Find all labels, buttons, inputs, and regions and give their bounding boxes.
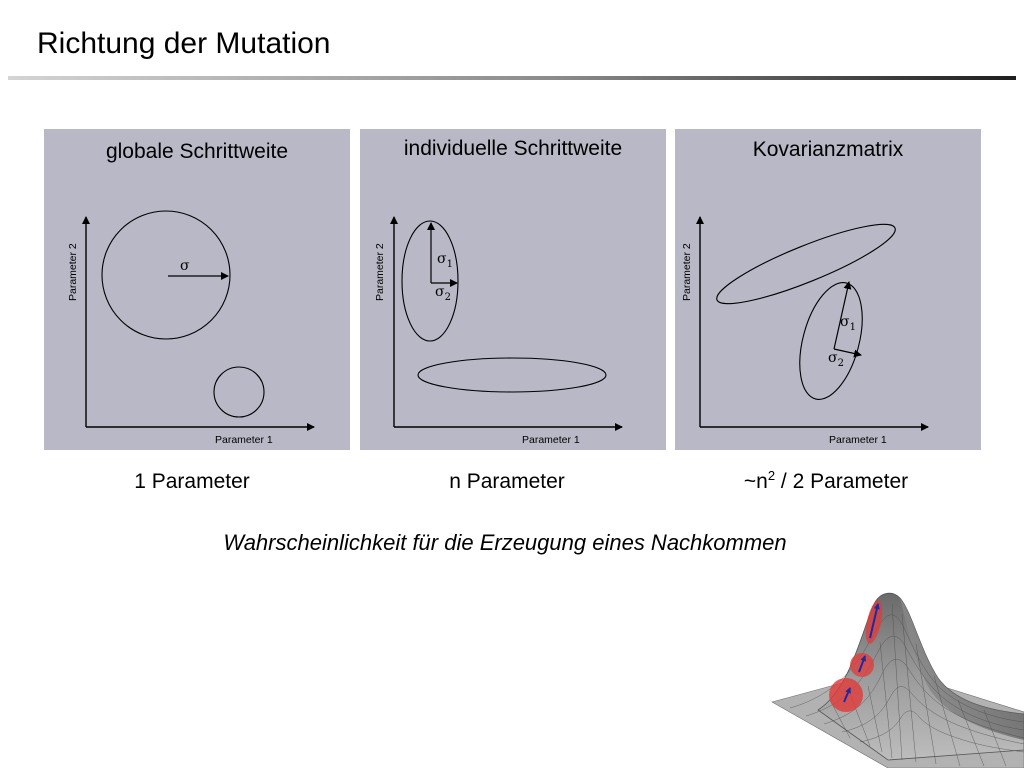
arrow-peak <box>869 603 880 639</box>
individual-step-diagram: Parameter 1 Parameter 2 σ1 σ2 <box>374 216 623 446</box>
sigma-1-label: σ1 <box>437 251 453 270</box>
caption-individual: n Parameter <box>449 470 565 493</box>
caption-prefix: ~n <box>743 470 768 493</box>
tilted-ellipse-tall <box>799 282 863 400</box>
surface-side <box>900 598 1024 740</box>
large-circle <box>101 210 231 340</box>
slide-title: Richtung der Mutation <box>37 27 331 60</box>
panel-covariance: Kovarianzmatrix Parameter 1 Parameter 2 … <box>675 129 981 450</box>
panel-heading: globale Schrittweite <box>105 140 289 163</box>
y-axis-label: Parameter 2 <box>374 243 386 301</box>
caption-global: 1 Parameter <box>134 470 250 493</box>
y-axis-label: Parameter 2 <box>681 243 693 301</box>
x-axis-label: Parameter 1 <box>522 434 580 446</box>
panel-heading: individuelle Schrittweite <box>403 137 623 160</box>
title-rule <box>8 76 1016 80</box>
horizontal-ellipse <box>417 357 607 393</box>
panel-heading: Kovarianzmatrix <box>752 138 904 161</box>
x-axis-label: Parameter 1 <box>829 434 887 446</box>
tilted-ellipse-wide <box>716 223 896 305</box>
sigma-1-arrow <box>833 281 852 350</box>
arrow-middle <box>858 655 867 673</box>
sigma-2-arrow <box>833 348 862 358</box>
y-axis-label: Parameter 2 <box>67 243 79 301</box>
covariance-diagram: Parameter 1 Parameter 2 σ1 σ2 <box>681 216 929 446</box>
caption-suffix: / 2 Parameter <box>775 470 909 493</box>
caption-covariance: ~n2 / 2 Parameter <box>673 468 979 496</box>
sigma-symbol: σ <box>180 258 190 274</box>
slide-subtitle: Wahrscheinlichkeit für die Erzeugung ein… <box>223 530 787 555</box>
global-step-diagram: Parameter 1 Parameter 2 σ <box>67 210 315 446</box>
small-circle <box>213 366 265 418</box>
gaussian-surface-icon <box>771 592 1024 768</box>
x-axis-label: Parameter 1 <box>215 434 273 446</box>
arrow-low <box>843 687 851 703</box>
mutation-arrows <box>843 603 880 703</box>
sigma-1-label: σ1 <box>840 314 856 333</box>
sigma-2-label: σ2 <box>435 284 451 303</box>
panel-individual-step: individuelle Schrittweite Parameter 1 Pa… <box>360 129 666 450</box>
caption-exponent: 2 <box>767 468 776 483</box>
vertical-ellipse <box>401 220 459 342</box>
sigma-2-label: σ2 <box>828 350 844 369</box>
panel-global-step: globale Schrittweite Parameter 1 Paramet… <box>44 129 350 450</box>
